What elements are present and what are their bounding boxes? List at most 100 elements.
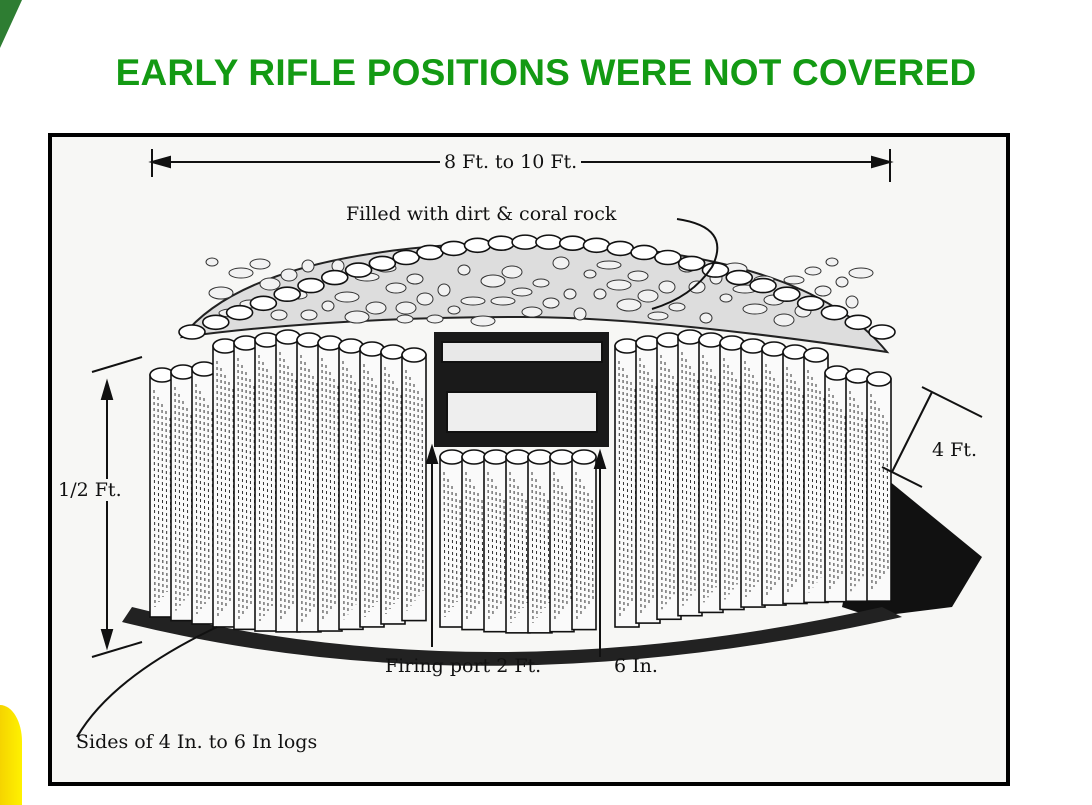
fill-rock	[437, 283, 451, 297]
log-grain	[882, 414, 885, 577]
log-grain	[421, 397, 424, 591]
label-port-gap: 6 In.	[614, 655, 658, 677]
fill-rock	[270, 309, 288, 321]
log-end	[483, 449, 509, 465]
log-grain	[495, 485, 498, 612]
rim-log-end	[344, 262, 373, 278]
fill-rock	[406, 273, 424, 285]
log-grain	[216, 360, 219, 617]
log-grain	[455, 492, 458, 603]
log-grain	[329, 371, 332, 612]
log-grain	[689, 365, 692, 596]
log-grain	[199, 390, 202, 609]
fill-rock	[208, 286, 234, 300]
log-grain	[258, 354, 261, 622]
log-grain	[626, 374, 629, 608]
log-grain	[535, 478, 538, 618]
log-grain	[547, 499, 550, 603]
label-height: 5 1/2 Ft.	[52, 479, 122, 501]
log-grain	[237, 357, 240, 620]
log-grain	[521, 492, 524, 608]
log-grain	[811, 376, 814, 588]
log-grain	[685, 358, 688, 601]
log-grain	[207, 404, 210, 599]
fill-rock	[470, 315, 496, 327]
log-grain	[396, 387, 399, 599]
log-grain	[727, 364, 730, 595]
log-end	[461, 449, 487, 465]
log-grain	[473, 485, 476, 610]
log-grain	[481, 499, 484, 600]
log-grain	[531, 471, 534, 623]
log-grain	[312, 375, 315, 607]
rim-log-end	[654, 249, 682, 266]
log-grain	[367, 370, 370, 612]
log-wall-drawing	[76, 149, 983, 738]
log-grain	[622, 367, 625, 613]
fill-rock	[334, 291, 360, 303]
log-grain	[710, 368, 713, 593]
rim-log-end	[178, 324, 206, 340]
log-grain	[579, 478, 582, 615]
label-firing-port: Firing port 2 Ft.	[385, 655, 542, 677]
log-grain	[794, 380, 797, 584]
fill-rock	[511, 287, 533, 297]
slide-title: EARLY RIFLE POSITIONS WERE NOT COVERED	[115, 52, 977, 93]
log-grain	[224, 374, 227, 607]
log-grain	[714, 375, 717, 588]
rim-log-end	[820, 304, 849, 321]
fill-rock	[300, 309, 318, 321]
log-grain	[195, 383, 198, 614]
rim-log-end	[558, 235, 587, 251]
label-fill: Filled with dirt & coral rock	[346, 203, 617, 225]
log-wall	[149, 329, 892, 634]
fill-rock	[385, 282, 407, 294]
fill-rock	[848, 267, 874, 279]
rim-log-end	[606, 240, 635, 257]
log-grain	[647, 371, 650, 604]
log-grain	[174, 386, 177, 611]
rim-log-end	[297, 277, 325, 294]
fill-rock	[783, 275, 805, 285]
log-grain	[660, 354, 663, 610]
fill-rock	[773, 313, 795, 327]
log-grain	[363, 363, 366, 617]
rim-log-end	[439, 240, 468, 257]
log-grain	[553, 471, 556, 622]
log-grain	[651, 378, 654, 599]
fill-rock	[606, 279, 632, 291]
fill-rock	[396, 314, 414, 324]
log-grain	[569, 499, 572, 602]
log-grain	[375, 384, 378, 602]
log-grain	[886, 421, 889, 572]
log-grain	[807, 369, 810, 593]
fill-rock	[573, 307, 587, 321]
label-width: 8 Ft. to 10 Ft.	[440, 151, 582, 173]
fill-rock	[593, 288, 607, 300]
log-grain	[748, 367, 751, 593]
log-grain	[874, 400, 877, 587]
log-grain	[525, 499, 528, 603]
log-grain	[840, 408, 843, 577]
fill-rock	[301, 259, 315, 273]
rim-log-end	[535, 234, 563, 250]
fill-rock	[825, 257, 839, 267]
fill-rock	[563, 288, 577, 300]
fill-rock	[814, 285, 832, 297]
rim-log-end	[320, 269, 349, 286]
corner-accent-green	[0, 0, 22, 48]
log-grain	[723, 357, 726, 600]
fill-rock	[804, 266, 822, 276]
rifle-position-diagram: 8 Ft. to 10 Ft. Filled with dirt & coral…	[48, 133, 1010, 786]
log-grain	[417, 390, 420, 596]
log-grain	[702, 354, 705, 603]
log-grain	[731, 371, 734, 590]
log-grain	[300, 354, 303, 622]
log-grain	[346, 367, 349, 615]
log-grain	[291, 372, 294, 607]
log-grain	[618, 360, 621, 618]
ground-shadow-base	[122, 607, 902, 666]
log-grain	[451, 485, 454, 608]
rim-log-end	[701, 262, 730, 278]
fill-rock	[583, 269, 597, 279]
